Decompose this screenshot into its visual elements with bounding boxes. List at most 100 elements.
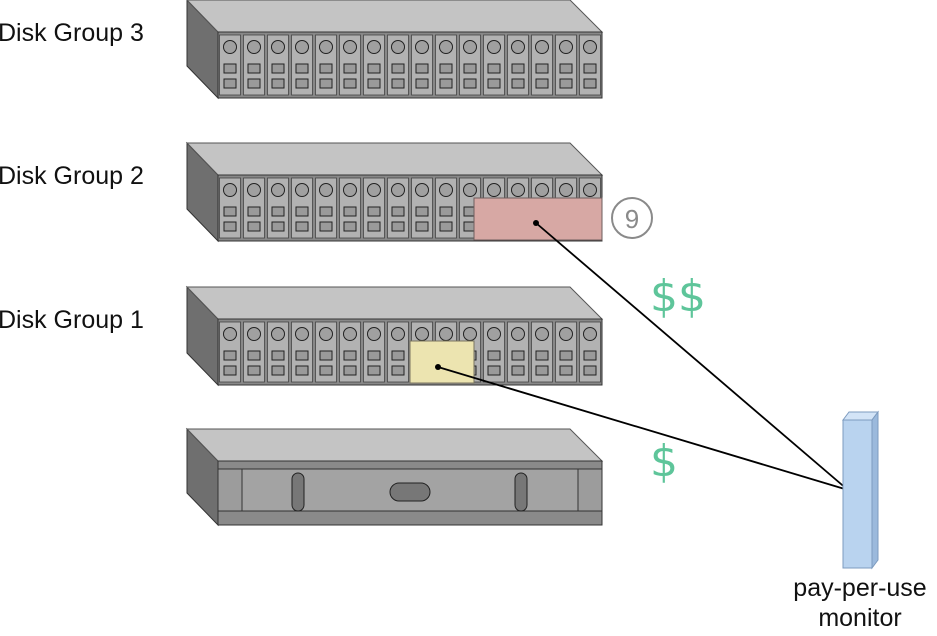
monitor-label: pay-per-use monitor: [780, 574, 937, 633]
disk-led: [223, 183, 237, 197]
disk-slot: [219, 177, 241, 239]
disk-led: [487, 40, 501, 54]
disk-slot: [387, 34, 409, 96]
disk-latch-lower: [271, 221, 285, 232]
disk-led: [391, 40, 405, 54]
disk-led: [415, 40, 429, 54]
disk-latch-lower: [511, 78, 525, 89]
disk-slot: [315, 177, 337, 239]
disk-slot: [219, 321, 241, 383]
disk-led: [367, 183, 381, 197]
connector-dg1-to-monitor: [437, 366, 849, 491]
controller-top: [185, 428, 604, 462]
disk-latch-lower: [247, 78, 261, 89]
disk-led: [271, 40, 285, 54]
disk-latch-upper: [295, 63, 309, 74]
disk-led: [463, 183, 477, 197]
disk-led: [223, 40, 237, 54]
disk-led: [415, 327, 429, 341]
disk-led: [535, 183, 549, 197]
disk-latch-lower: [583, 365, 597, 376]
disk-led: [367, 327, 381, 341]
disk-latch-lower: [247, 221, 261, 232]
disk-led: [487, 327, 501, 341]
disk-latch-lower: [319, 365, 333, 376]
disk-slot: [267, 177, 289, 239]
disk-slot: [555, 34, 577, 96]
disk-led: [391, 327, 405, 341]
disk-slot: [363, 34, 385, 96]
disk-latch-lower: [415, 221, 429, 232]
disk-latch-lower: [271, 365, 285, 376]
disk-latch-upper: [439, 63, 453, 74]
disk-latch-upper: [319, 350, 333, 361]
disk-latch-upper: [511, 350, 525, 361]
dg1-connector-dot: [435, 364, 441, 370]
dg1-allocation-block: [409, 340, 475, 384]
disk-led: [415, 183, 429, 197]
disk-slot: [459, 34, 481, 96]
disk-latch-lower: [391, 78, 405, 89]
disk-led: [295, 40, 309, 54]
disk-group-1-array: [185, 285, 604, 387]
disk-latch-lower: [535, 365, 549, 376]
chassis-top: [185, 286, 604, 320]
disk-latch-upper: [583, 63, 597, 74]
disk-slot: [363, 177, 385, 239]
disk-latch-lower: [343, 78, 357, 89]
disk-led: [271, 183, 285, 197]
disk-latch-lower: [487, 78, 501, 89]
disk-led: [271, 327, 285, 341]
disk-slot: [291, 321, 313, 383]
disk-slot: [291, 177, 313, 239]
disk-latch-lower: [487, 365, 501, 376]
disk-latch-upper: [391, 206, 405, 217]
disk-slot: [483, 321, 505, 383]
disk-latch-lower: [535, 78, 549, 89]
disk-latch-upper: [367, 350, 381, 361]
disk-led: [319, 183, 333, 197]
disk-latch-lower: [223, 365, 237, 376]
monitor-label-line2: monitor: [818, 603, 902, 632]
disk-latch-lower: [295, 221, 309, 232]
disk-latch-upper: [511, 63, 525, 74]
disk-latch-lower: [295, 78, 309, 89]
disk-latch-lower: [223, 221, 237, 232]
disk-slot: [435, 34, 457, 96]
disk-latch-lower: [271, 78, 285, 89]
disk-latch-upper: [271, 63, 285, 74]
disk-latch-upper: [223, 206, 237, 217]
disk-latch-upper: [535, 350, 549, 361]
disk-latch-upper: [367, 206, 381, 217]
controller-handle-left: [291, 472, 305, 512]
disk-led: [319, 40, 333, 54]
disk-latch-lower: [223, 78, 237, 89]
disk-latch-lower: [439, 221, 453, 232]
disk-led: [583, 327, 597, 341]
disk-slot: [459, 177, 481, 239]
disk-led: [463, 327, 477, 341]
disk-group-3-array: [186, 0, 604, 100]
disk-slot: [411, 34, 433, 96]
disk-led: [247, 183, 261, 197]
disk-slot: [267, 321, 289, 383]
disk-latch-upper: [319, 206, 333, 217]
disk-latch-lower: [439, 78, 453, 89]
disk-latch-upper: [559, 350, 573, 361]
disk-latch-lower: [583, 78, 597, 89]
disk-latch-lower: [559, 78, 573, 89]
disk-slot: [435, 177, 457, 239]
disk-latch-lower: [343, 365, 357, 376]
disk-latch-upper: [343, 206, 357, 217]
disk-led: [463, 40, 477, 54]
chassis-top: [185, 142, 604, 176]
disk-latch-upper: [535, 63, 549, 74]
disk-led: [367, 40, 381, 54]
controller-bottom-rail: [217, 510, 603, 526]
disk-latch-upper: [247, 63, 261, 74]
disk-led: [439, 40, 453, 54]
disk-latch-upper: [487, 63, 501, 74]
disk-led: [343, 327, 357, 341]
